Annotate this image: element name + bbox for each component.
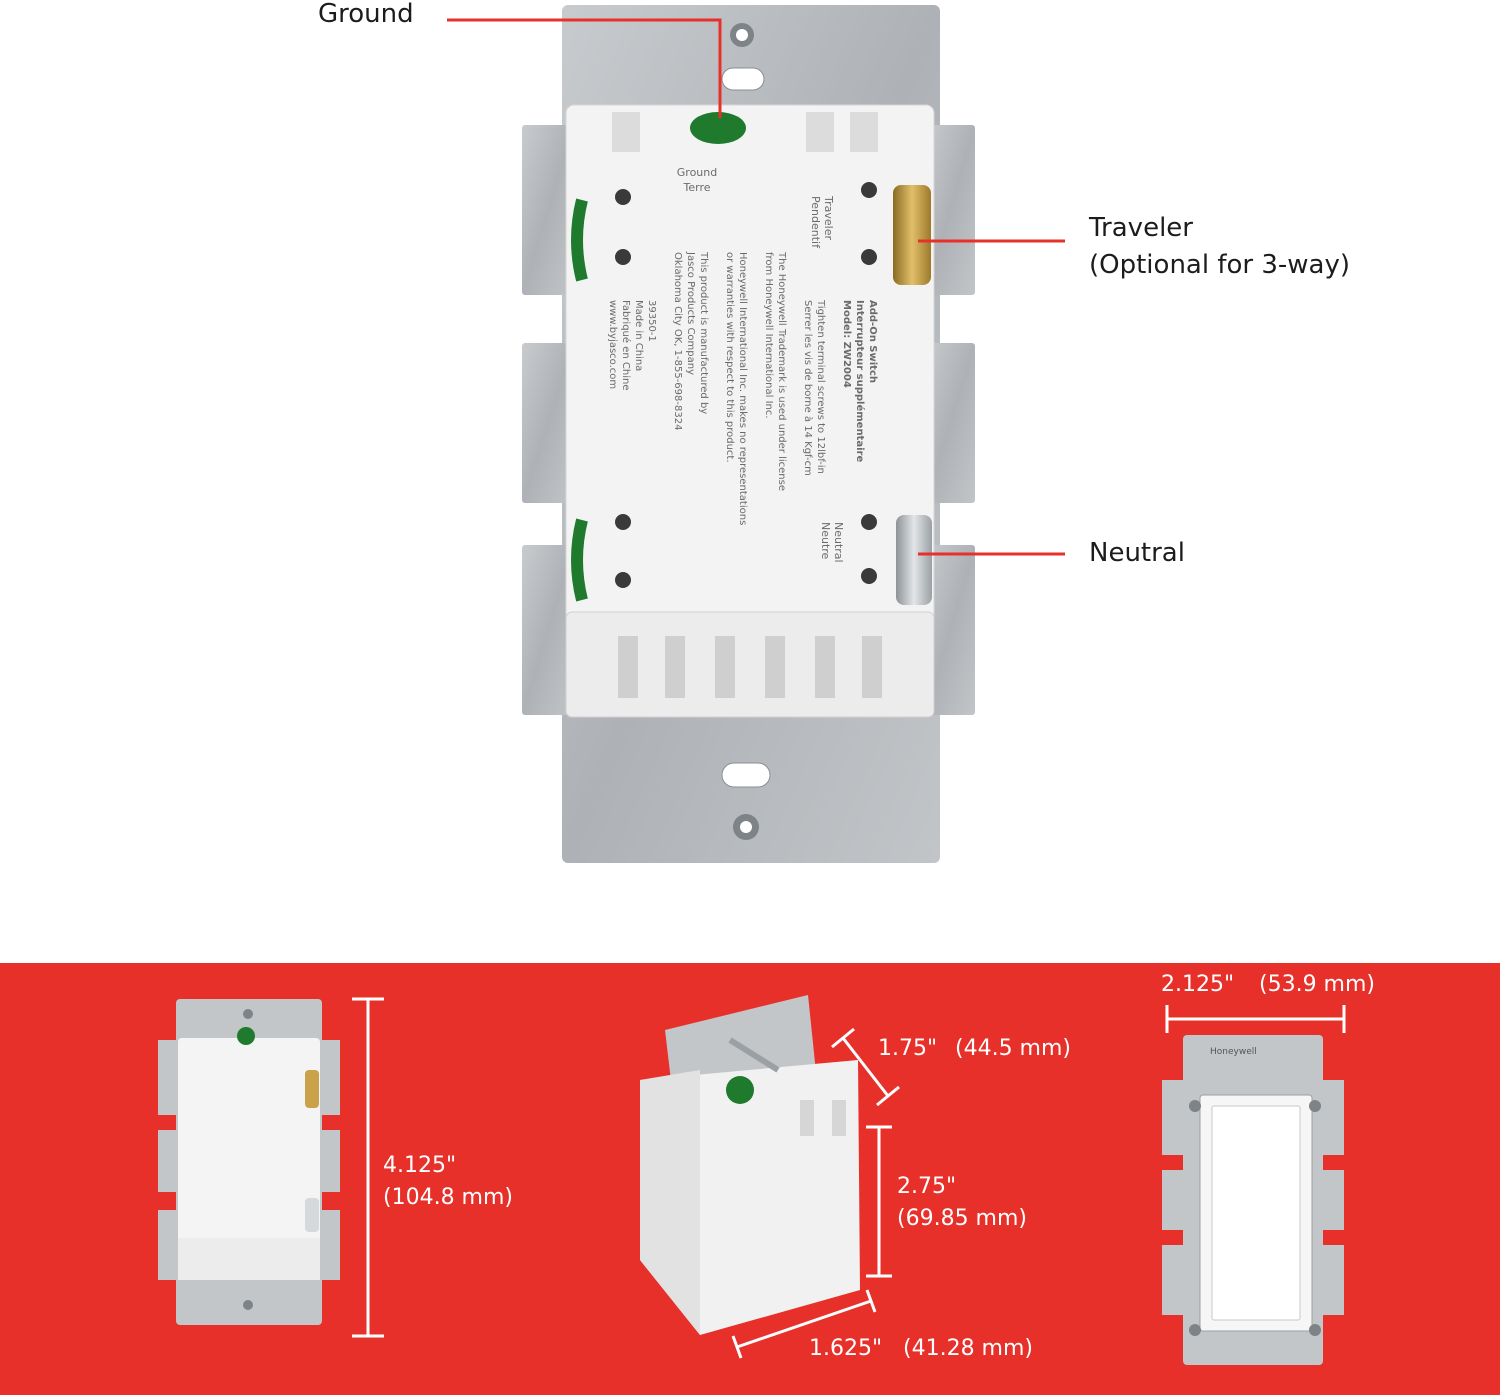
body-height-dimension-line [866, 1125, 892, 1278]
device-body [565, 104, 935, 718]
width-dimension-line [1165, 1005, 1346, 1033]
depth-value: 1.75" [878, 1036, 938, 1061]
device-title-line2: Interrupteur supplémentaire [854, 300, 866, 462]
dimension-drawings: Honeywell [158, 995, 1346, 1365]
mfr-line1: This product is manufactured by [698, 251, 709, 414]
ground-callout: Ground [318, 0, 414, 29]
license-line1: The Honeywell Trademark is used under li… [776, 251, 787, 491]
neutral-label: Neutral [832, 522, 845, 563]
switch-rear-view: Ground Terre Traveler Pendentif Neutral … [447, 5, 1065, 863]
height-value: 4.125" [383, 1153, 457, 1178]
traveler-label: Traveler [822, 195, 835, 240]
body-width-mm: (41.28 mm) [903, 1336, 1034, 1361]
angled-view [640, 995, 860, 1335]
part-number: 39350-1 [646, 300, 657, 342]
small-rear-view [158, 999, 340, 1325]
warranty-line2: or warranties with respect to this produ… [724, 252, 735, 463]
device-title-line1: Add-On Switch [867, 300, 878, 383]
depth-dimension-line [831, 1027, 900, 1107]
device-info-text: Add-On Switch Interrupteur supplémentair… [607, 251, 878, 525]
height-mm: (104.8 mm) [383, 1185, 514, 1210]
license-line2: from Honeywell International Inc. [763, 252, 774, 419]
front-view: Honeywell [1162, 1035, 1344, 1365]
torque-fr: Serrer les vis de borne à 14 Kgf-cm [802, 300, 814, 476]
height-dimension-line [352, 997, 384, 1338]
device-model: Model: ZW2004 [841, 300, 852, 388]
website: www.byjasco.com [607, 300, 618, 389]
ground-leader [447, 18, 722, 118]
callout-leaders [447, 18, 1065, 556]
width-value: 2.125" [1161, 972, 1235, 997]
body-width-dimension-line [731, 1289, 877, 1359]
traveler-terminal [893, 185, 931, 285]
traveler-callout-line1: Traveler [1089, 213, 1193, 243]
neutral-terminal [896, 515, 932, 605]
width-mm: (53.9 mm) [1259, 972, 1376, 997]
body-height-mm: (69.85 mm) [897, 1206, 1028, 1231]
torque-en: Tighten terminal screws to 12lbf-in [815, 299, 826, 474]
made-in-fr: Fabriqué en Chine [620, 300, 632, 390]
front-brand-text: Honeywell [1210, 1047, 1257, 1057]
traveler-callout-line2: (Optional for 3-way) [1089, 250, 1351, 280]
warranty-line1: Honeywell International Inc. makes no re… [737, 252, 748, 525]
neutral-label-fr: Neutre [819, 522, 832, 560]
mfr-line2: Jasco Products Company [685, 251, 696, 375]
traveler-label-fr: Pendentif [809, 196, 822, 249]
device-printed-labels: Ground Terre Traveler Pendentif Neutral … [677, 166, 845, 563]
depth-mm: (44.5 mm) [955, 1036, 1072, 1061]
mfr-line3: Oklahoma City OK, 1-855-698-8324 [672, 252, 683, 430]
made-in-en: Made in China [633, 300, 644, 371]
neutral-callout: Neutral [1089, 538, 1185, 568]
ground-terminal [690, 112, 746, 144]
ground-label: Ground [677, 166, 717, 179]
ground-label-fr: Terre [683, 181, 711, 194]
body-width-value: 1.625" [809, 1336, 883, 1361]
body-height-value: 2.75" [897, 1174, 957, 1199]
